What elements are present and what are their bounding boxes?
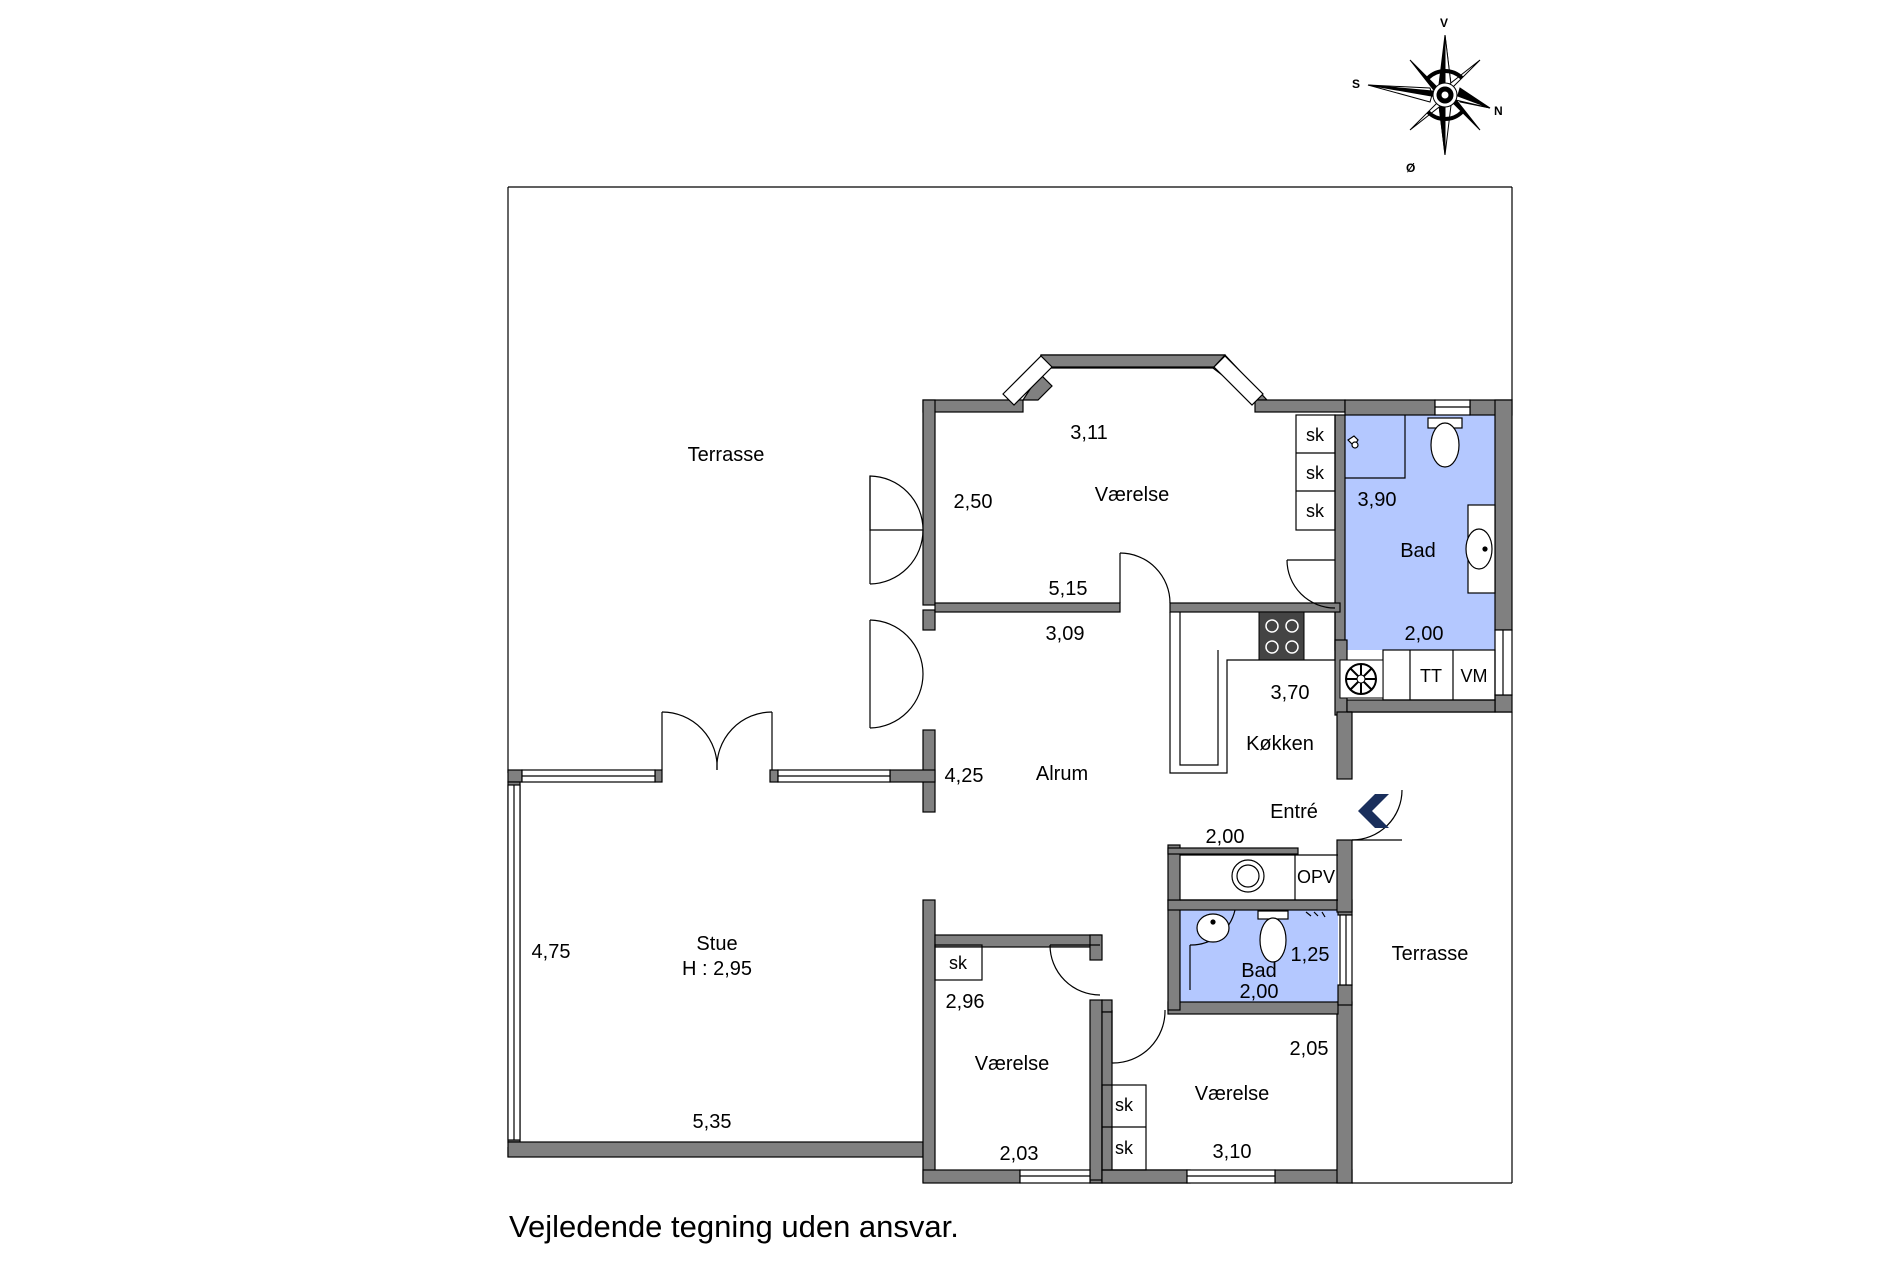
dim-bad-small-width: 2,00 [1240,981,1279,1003]
dim-vaerelse-br-width: 3,10 [1213,1141,1252,1163]
windows [507,355,1513,1184]
room-entre: Entré [1270,801,1318,823]
closet-label-3: sk [1306,501,1325,521]
dim-stue-depth: 4,75 [532,941,571,963]
stove [1258,611,1305,661]
closet-label-4: sk [949,953,968,973]
room-alrum: Alrum [1036,763,1088,785]
room-vaerelse-bottom-left: Værelse [975,1053,1049,1075]
entrance-arrow-icon [1358,794,1389,828]
room-bad-top: Bad [1400,540,1436,562]
dim-entre-width: 2,00 [1206,826,1245,848]
dim-vaerelse-bl-width: 2,03 [1000,1143,1039,1165]
room-stue: Stue [696,933,737,955]
compass-east-label: Ø [1406,161,1415,175]
compass-west-label: V [1440,16,1448,30]
room-koekken: Køkken [1246,733,1314,755]
room-vaerelse-bottom-right: Værelse [1195,1083,1269,1105]
dim-stue-width: 5,35 [693,1111,732,1133]
room-stue-height: H : 2,95 [682,958,752,980]
closet-label-2: sk [1306,463,1325,483]
room-vaerelse-top: Værelse [1095,484,1169,506]
closet-label-1: sk [1306,425,1325,445]
dim-bad-small-depth: 1,25 [1291,944,1330,966]
opv-label: OPV [1297,867,1335,887]
interior-lines [934,414,1496,1171]
doors [661,475,1403,1064]
dim-vaerelse-top-width-top: 3,11 [1070,422,1107,444]
dim-vaerelse-top-depth: 2,50 [954,491,993,513]
dim-alrum-width: 3,09 [1046,623,1085,645]
dryer-label: TT [1420,666,1442,686]
dim-vaerelse-br-depth: 2,05 [1290,1038,1329,1060]
closet-label-5: sk [1115,1095,1134,1115]
closet-label-6: sk [1115,1138,1134,1158]
compass-rose-icon [1367,34,1491,156]
washer-label: VM [1461,666,1488,686]
room-terrasse-right: Terrasse [1392,943,1469,965]
disclaimer-text: Vejledende tegning uden ansvar. [509,1209,959,1244]
dim-alrum-depth: 4,25 [945,765,984,787]
fan-icon [1339,659,1384,699]
dim-bad-top-depth: 3,90 [1358,489,1397,511]
bathroom-fixtures [1196,417,1496,963]
room-bad-small: Bad [1241,960,1277,982]
compass-north-label: N [1494,104,1503,118]
compass-south-label: S [1352,77,1360,91]
room-terrasse-left: Terrasse [688,444,765,466]
dim-bad-top-width: 2,00 [1405,623,1444,645]
dim-vaerelse-top-width-bottom: 5,15 [1049,578,1088,600]
dim-koekken-depth: 3,70 [1271,682,1310,704]
dim-vaerelse-bl-depth: 2,96 [946,991,985,1013]
